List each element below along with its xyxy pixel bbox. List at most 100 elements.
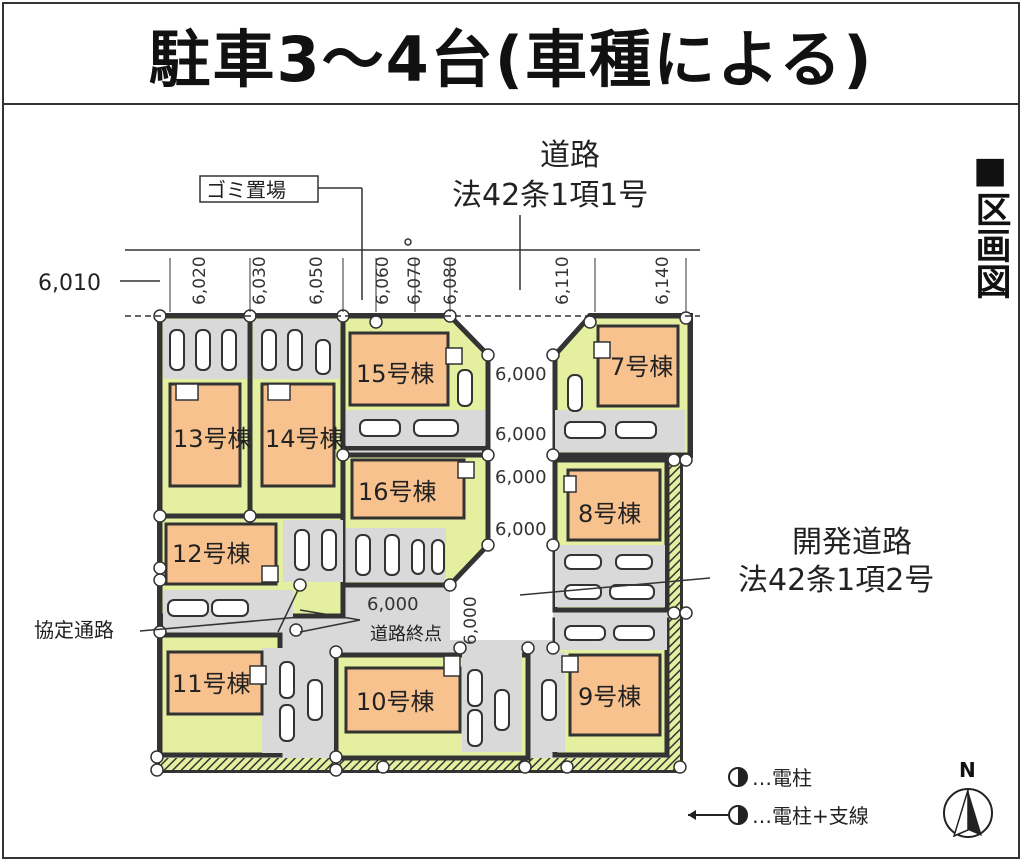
car	[467, 709, 483, 747]
car	[355, 534, 371, 576]
boundary-marker	[150, 763, 164, 777]
boundary-marker	[679, 606, 693, 620]
lot-label-12: 12号棟	[172, 540, 251, 568]
public-road-name: 道路	[540, 138, 600, 173]
house-7	[596, 324, 680, 408]
car	[613, 625, 655, 641]
boundary-marker	[443, 578, 457, 592]
car	[167, 599, 209, 617]
road-width: 6,000	[495, 364, 547, 385]
boundary-marker	[336, 448, 350, 462]
road-end-label: 道路終点	[370, 624, 442, 645]
legend-pole: …電柱	[752, 766, 812, 790]
kyotei-label: 協定通路	[34, 618, 114, 642]
house-8	[566, 468, 662, 542]
lot-label-16: 16号棟	[358, 478, 437, 506]
meter-box	[267, 383, 291, 401]
meter-box	[249, 665, 267, 685]
boundary-marker	[679, 311, 693, 325]
house-13	[168, 382, 242, 488]
boundary-marker	[453, 641, 467, 655]
boundary-marker	[518, 760, 532, 774]
road-annotations: ゴミ置場 道路 法42条1項1号 6,010 開発道路 法42条1項2号 協定通…	[34, 138, 934, 645]
public-road-lines	[120, 187, 711, 633]
road-width: 6,000	[495, 467, 547, 488]
pole-icon	[728, 767, 748, 787]
meter-box	[443, 655, 461, 677]
legend-pole-guy: …電柱+支線	[752, 804, 869, 828]
frontage-width: 6,080	[441, 256, 461, 305]
inner-road-dimensions: 6,000 6,000 6,000 6,000 6,000	[367, 364, 547, 615]
dev-road-law: 法42条1項2号	[738, 563, 934, 598]
car	[564, 584, 602, 600]
frontage-width: 6,050	[307, 256, 327, 305]
car	[467, 669, 483, 707]
boundary-marker	[667, 606, 681, 620]
boundary-marker	[243, 509, 257, 523]
frontage-dimensions: 6,020 6,030 6,050 6,060 6,070 6,080 6,11…	[190, 256, 673, 645]
boundary-marker	[481, 348, 495, 362]
boundary-marker	[376, 760, 390, 774]
meter-boxes	[175, 341, 611, 685]
lot-label-8: 8号棟	[578, 500, 641, 528]
boundary-marker	[329, 645, 343, 659]
boundary-marker	[153, 573, 167, 587]
boundary-marker	[546, 348, 560, 362]
lot-label-11: 11号棟	[172, 670, 251, 698]
boundary-marker	[583, 315, 597, 329]
boundary-marker	[546, 641, 560, 655]
car	[287, 329, 303, 371]
boundary-marker	[153, 561, 167, 575]
house-14	[260, 382, 336, 488]
car	[359, 419, 401, 437]
dev-road-name: 開発道路	[792, 525, 912, 560]
north-label: N	[959, 758, 976, 782]
car	[261, 329, 277, 371]
section-label: ■区画図	[970, 150, 1011, 299]
road-width: 6,000	[367, 594, 419, 615]
car	[279, 704, 295, 742]
car	[413, 419, 459, 437]
lot-label-9: 9号棟	[578, 683, 641, 711]
legend: …電柱 …電柱+支線	[688, 766, 869, 828]
lot-label-7: 7号棟	[610, 353, 673, 381]
boundary-marker	[667, 453, 681, 467]
lot-label-15: 15号棟	[356, 360, 435, 388]
boundary-marker	[329, 763, 343, 777]
car	[384, 534, 400, 576]
left-width-label: 6,010	[38, 271, 101, 296]
meter-box	[563, 475, 577, 493]
car	[279, 661, 295, 699]
road-end-width: 6,000	[461, 596, 481, 645]
car	[315, 339, 331, 375]
boundary-marker	[481, 448, 495, 462]
car	[169, 329, 185, 371]
car	[494, 689, 510, 731]
public-road-law: 法42条1項1号	[452, 178, 648, 213]
car	[541, 679, 557, 721]
meter-box	[175, 383, 199, 401]
meter-box	[593, 341, 611, 359]
road-width: 6,000	[495, 424, 547, 445]
pole-guy-icon	[688, 805, 748, 825]
boundary-marker	[369, 315, 383, 329]
frontage-width: 6,070	[405, 256, 425, 305]
lot-label-10: 10号棟	[356, 688, 435, 716]
car	[307, 679, 323, 721]
frontage-width: 6,030	[250, 256, 270, 305]
car	[564, 554, 602, 570]
parked-cars	[167, 329, 657, 747]
boundary-markers	[150, 238, 693, 777]
lot-label-13: 13号棟	[173, 425, 252, 453]
lot-label-14: 14号棟	[265, 425, 344, 453]
lot-labels: 7号棟 8号棟 9号棟 10号棟 11号棟 12号棟 13号棟 14号棟 15号…	[172, 353, 673, 716]
house-12	[164, 522, 278, 586]
boundary-marker	[153, 625, 167, 639]
section-label-text: ■区画図	[970, 150, 1011, 299]
development-road	[350, 316, 690, 640]
gomi-label: ゴミ置場	[206, 178, 286, 202]
houses	[164, 324, 680, 737]
frontage-width: 6,140	[653, 256, 673, 305]
